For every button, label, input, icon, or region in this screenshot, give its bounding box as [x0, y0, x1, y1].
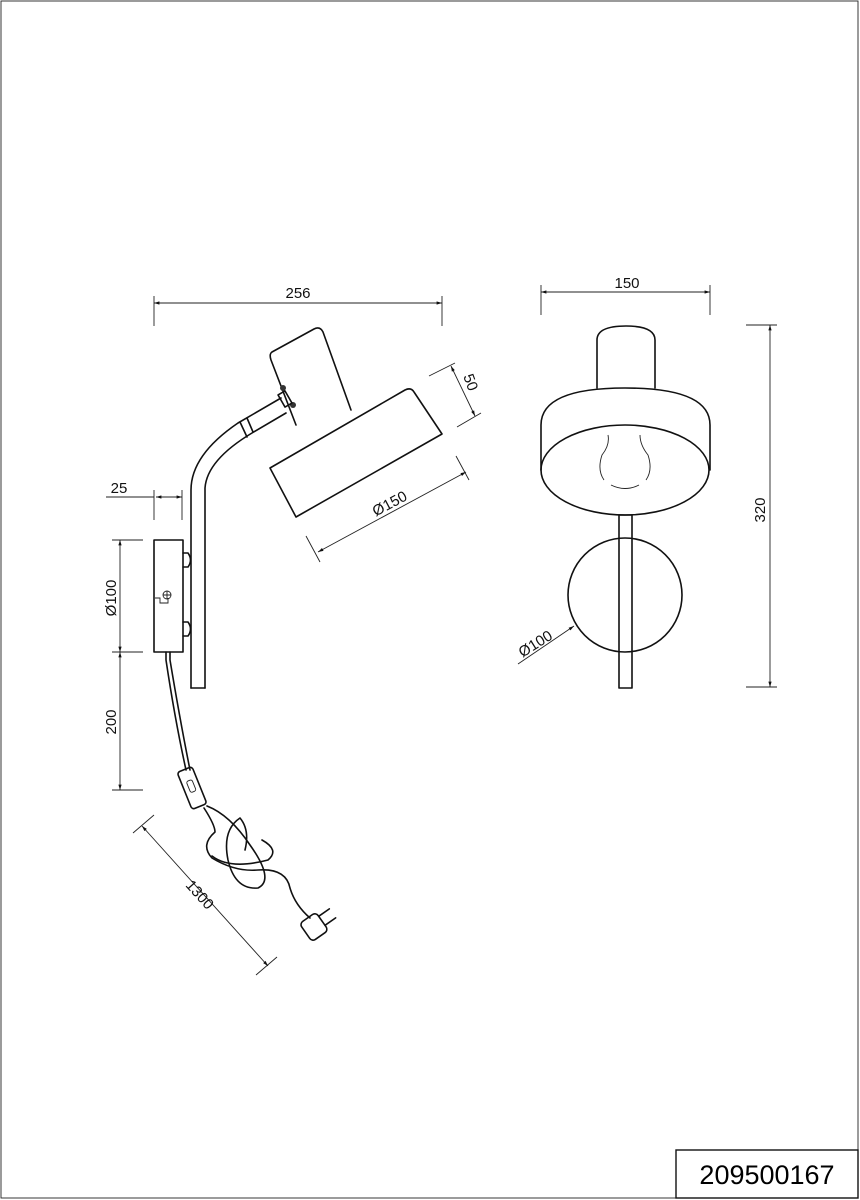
- wall-mount-side: [153, 539, 192, 653]
- dimension-shade-height: 50: [428, 362, 482, 428]
- dim-label: 256: [285, 285, 310, 302]
- lamp-head-side: [269, 327, 443, 518]
- article-number: 209500167: [699, 1160, 834, 1190]
- dimension-shade-diameter-side: Ø150: [305, 455, 470, 563]
- dimension-cable-length: 1300: [132, 814, 278, 976]
- dim-label: Ø100: [103, 580, 120, 617]
- dim-label: 25: [111, 480, 128, 497]
- arm-front: [567, 514, 683, 689]
- wall-plate-front: [567, 537, 683, 653]
- dimension-height-front: 320: [746, 324, 777, 688]
- title-block: 209500167: [675, 1149, 859, 1199]
- dim-label: 320: [752, 497, 769, 522]
- dim-label: 150: [614, 275, 639, 292]
- dimension-width-side: 256: [153, 285, 443, 326]
- lamp-head-front: [540, 325, 711, 516]
- dim-label: 50: [459, 372, 481, 393]
- dim-label: Ø100: [516, 627, 556, 661]
- inline-switch: [177, 766, 207, 810]
- dimension-mount-diameter-front: Ø100: [516, 625, 575, 665]
- dim-label: 1300: [182, 877, 217, 913]
- dim-label: Ø150: [370, 488, 410, 520]
- front-view: 150 320 Ø100: [516, 275, 777, 689]
- dimension-mount-depth: 25: [106, 480, 183, 520]
- dim-label: 200: [103, 709, 120, 734]
- dimension-mount-diameter-side: Ø100: [103, 539, 143, 653]
- dimension-width-front: 150: [540, 275, 711, 315]
- side-view: 256: [103, 285, 482, 976]
- plug: [300, 908, 337, 941]
- dimension-cable-drop: 200: [103, 652, 143, 791]
- arm-side: [190, 390, 293, 689]
